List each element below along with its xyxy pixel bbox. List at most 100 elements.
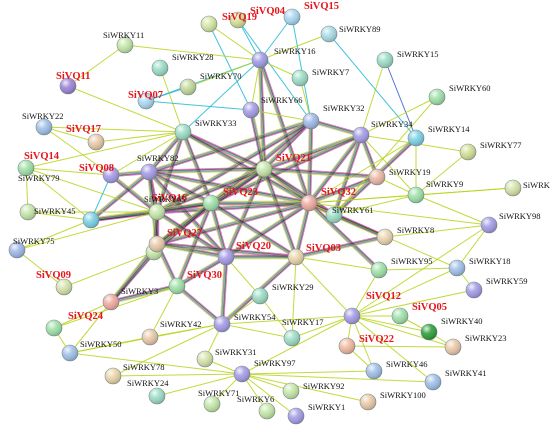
- node-SiWRKY60[interactable]: [428, 88, 446, 106]
- node-SiWRKY14[interactable]: [407, 129, 425, 147]
- node-SiWRKY98[interactable]: [480, 216, 498, 234]
- edge-SiWRKY32-SiVQ16: [156, 120, 312, 213]
- edge-SiWRKY32-SiWRKY34: [310, 120, 362, 136]
- node-SiWRKY100[interactable]: [359, 393, 377, 411]
- edge-SiWRKY29-SiWRKY17: [259, 295, 293, 339]
- node-SiVQ09[interactable]: [55, 278, 73, 296]
- node-SiWRKY89[interactable]: [320, 25, 338, 43]
- edge-SiWRKY82-SiVQ32: [149, 169, 310, 202]
- node-SiVQ21[interactable]: [255, 160, 273, 178]
- node-SiWRKY50[interactable]: [61, 344, 79, 362]
- node-SiVQ27[interactable]: [148, 235, 166, 253]
- edge-SiVQ21-SiWRKY19: [263, 170, 377, 180]
- edge-SiVQ21-SiWRKY66: [248, 110, 263, 170]
- node-SiWRKY42[interactable]: [141, 328, 159, 346]
- edge-SiWRKY61-SiWRKY8: [334, 213, 386, 237]
- node-shine-SiWRKY41: [425, 374, 441, 390]
- edge-SiWRKY82-SiWRKY45: [89, 170, 149, 219]
- node-SiVQ16[interactable]: [148, 203, 166, 221]
- node-shine-SiWRKY97: [234, 366, 250, 382]
- node-SiVQ24[interactable]: [45, 319, 63, 337]
- edge-SiWRKY34-SiVQ21: [263, 133, 361, 169]
- node-SiWRKY8[interactable]: [376, 228, 394, 246]
- node-SiWRKY97[interactable]: [233, 365, 251, 383]
- node-SiWRKY11[interactable]: [116, 36, 134, 54]
- node-SiWRKY18[interactable]: [448, 259, 466, 277]
- node-SiVQ08[interactable]: [102, 166, 120, 184]
- node-shine-SiVQ17: [88, 134, 104, 150]
- node-SiWRKY23[interactable]: [444, 338, 462, 356]
- edge-SiWRKY82-SiVQ20: [149, 171, 227, 257]
- edge-SiVQ32-SiVQ03: [294, 202, 309, 257]
- edge-SiWRKY33-SiWRKY22: [43, 126, 184, 133]
- node-SiWRKY28[interactable]: [151, 59, 169, 77]
- node-SiVQ12[interactable]: [343, 307, 361, 325]
- node-SiWRKY15[interactable]: [376, 51, 394, 69]
- node-shine-SiWRKY78: [105, 368, 121, 384]
- edge-SiWRKY61-SiWRKY8: [333, 214, 386, 238]
- edge-SiVQ32-SiWRKY95: [309, 201, 381, 269]
- node-SiWRKY32[interactable]: [302, 112, 320, 130]
- node-shine-SiWRKY28: [152, 60, 168, 76]
- node-SiVQ30[interactable]: [168, 277, 186, 295]
- node-SiWRKY66[interactable]: [242, 101, 260, 119]
- node-SiWRKY95[interactable]: [370, 261, 388, 279]
- node-SiVQ11[interactable]: [59, 77, 77, 95]
- edge-SiWRKY65-SiWRKY3: [110, 251, 154, 302]
- node-label-SiWRKY3: SiWRKY3: [121, 286, 158, 296]
- node-SiWRKY46[interactable]: [365, 362, 383, 380]
- edge-SiVQ20-SiWRKY29: [225, 256, 261, 297]
- node-SiWRKY40[interactable]: [420, 323, 438, 341]
- node-SiWRKY75[interactable]: [8, 241, 26, 259]
- node-shine-SiWRKY9: [408, 187, 424, 203]
- node-SiWRKY1[interactable]: [287, 407, 305, 425]
- node-SiWRKY82[interactable]: [140, 163, 158, 181]
- node-SiWRKY24[interactable]: [148, 387, 166, 405]
- node-SiVQ32[interactable]: [300, 194, 318, 212]
- node-SiWRKY79[interactable]: [19, 203, 37, 221]
- edge-SiVQ22-SiWRKY23: [346, 345, 454, 348]
- node-SiWRKY70[interactable]: [179, 78, 197, 96]
- node-SiWRKY33[interactable]: [174, 123, 192, 141]
- edge-SiVQ11-SiWRKY11: [67, 44, 126, 87]
- node-SiVQ14[interactable]: [17, 159, 35, 177]
- edge-SiVQ30-SiWRKY54: [176, 286, 222, 325]
- node-SiVQ19[interactable]: [200, 15, 218, 33]
- node-SiWRKY77[interactable]: [459, 143, 477, 161]
- node-SiWRKY6[interactable]: [258, 402, 276, 420]
- node-SiVQ17[interactable]: [87, 133, 105, 151]
- node-SiWRKY45[interactable]: [82, 211, 100, 229]
- node-SiVQ20[interactable]: [217, 248, 235, 266]
- node-SiWRKY92[interactable]: [282, 382, 300, 400]
- node-SiWRKY9[interactable]: [407, 186, 425, 204]
- node-SiWRKY54[interactable]: [213, 315, 231, 333]
- node-SiWRKY29[interactable]: [251, 287, 269, 305]
- node-SiWRKY71[interactable]: [203, 395, 221, 413]
- node-SiVQ04[interactable]: [229, 11, 247, 29]
- node-SiWRKY59[interactable]: [465, 281, 483, 299]
- node-SiWRKY19[interactable]: [368, 168, 386, 186]
- node-SiWRKY16[interactable]: [251, 51, 269, 69]
- node-SiVQ23[interactable]: [202, 194, 220, 212]
- node-shine-SiWRKY24: [149, 388, 165, 404]
- node-SiWRKY41[interactable]: [424, 373, 442, 391]
- edge-SiVQ32-SiVQ20: [226, 204, 311, 259]
- edge-SiWRKY3-SiVQ24: [53, 301, 112, 329]
- node-SiVQ05[interactable]: [391, 307, 409, 325]
- node-SiWRKY3[interactable]: [102, 293, 120, 311]
- node-SiWRKY22[interactable]: [35, 118, 53, 136]
- node-SiWRKY78[interactable]: [104, 367, 122, 385]
- node-SiVQ22[interactable]: [338, 337, 356, 355]
- node-SiWRKY17[interactable]: [283, 329, 301, 347]
- node-SiWRKY26[interactable]: [504, 179, 522, 197]
- node-SiVQ07[interactable]: [137, 92, 155, 110]
- node-SiWRKY31[interactable]: [196, 350, 214, 368]
- node-SiWRKY34[interactable]: [352, 126, 370, 144]
- node-SiWRKY7[interactable]: [291, 69, 309, 87]
- edge-SiVQ15-SiWRKY16: [259, 16, 293, 61]
- node-SiVQ15[interactable]: [283, 8, 301, 26]
- edge-SiVQ20-SiWRKY54: [223, 257, 229, 325]
- node-SiWRKY61[interactable]: [325, 206, 343, 224]
- node-SiVQ03[interactable]: [287, 248, 305, 266]
